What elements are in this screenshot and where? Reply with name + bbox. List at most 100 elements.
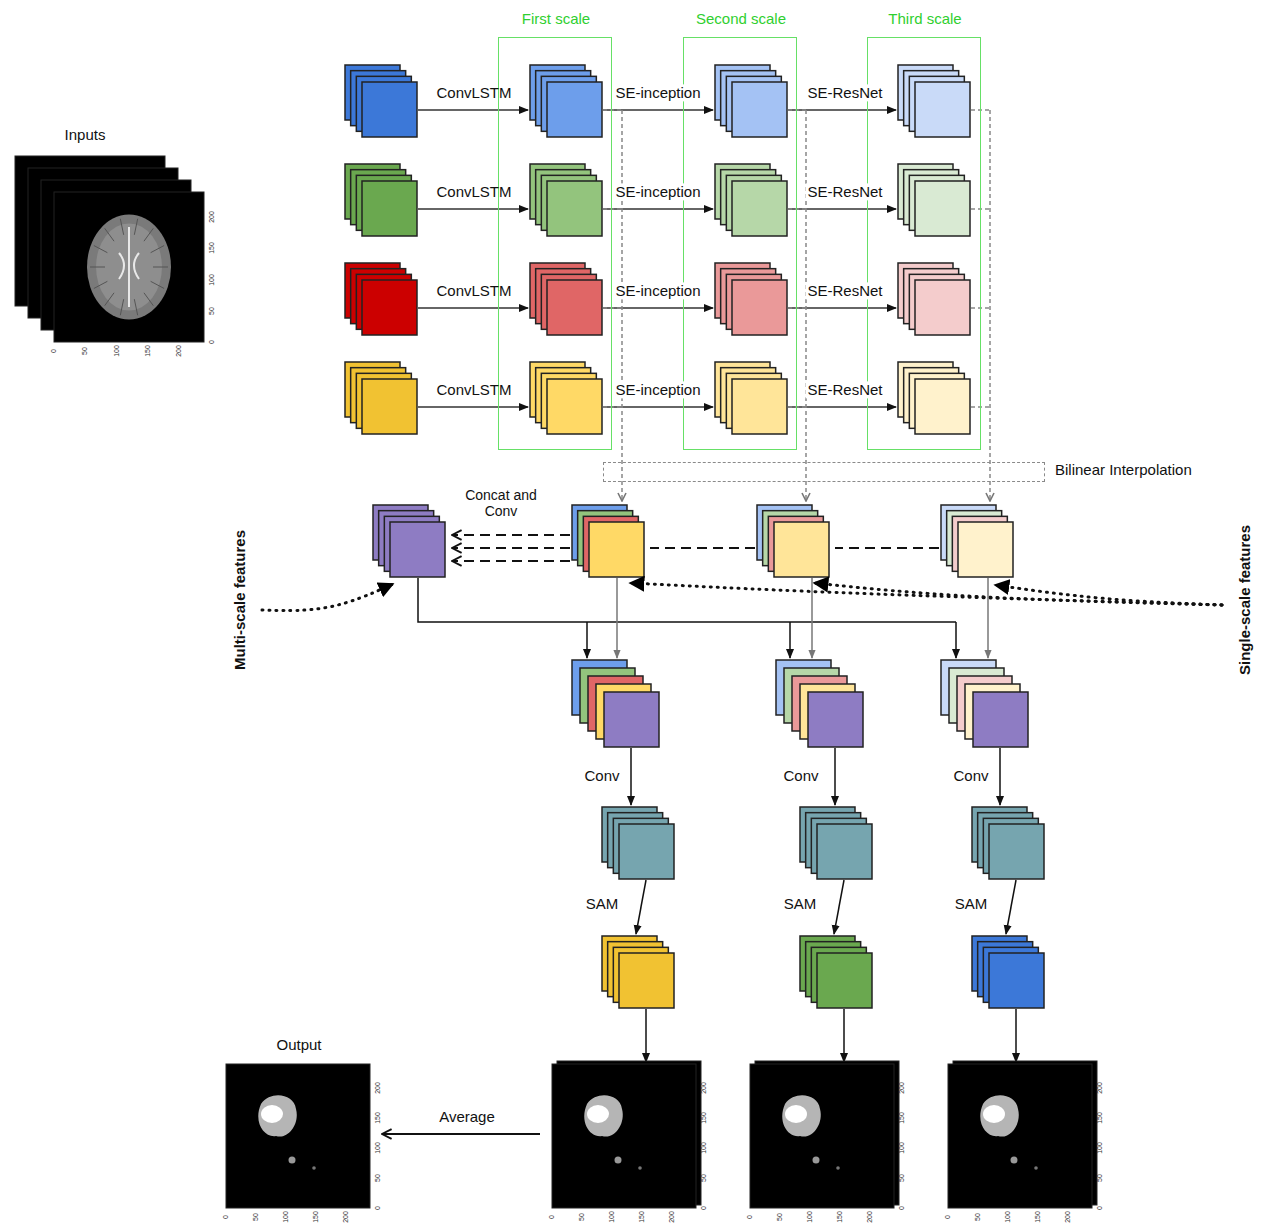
image-frame	[750, 1064, 894, 1208]
axis-tick: 200	[342, 1211, 350, 1223]
axis-tick: 0	[700, 1206, 708, 1210]
axis-tick: 50	[1096, 1174, 1104, 1182]
brain-shape	[96, 224, 162, 311]
operation-label: SE-inception	[613, 282, 702, 299]
axis-tick: 50	[374, 1174, 382, 1182]
tumor-spot	[615, 1157, 622, 1164]
interp-dash	[603, 406, 622, 408]
image-panel: Output	[226, 1034, 372, 1210]
fusion-line	[418, 578, 956, 622]
operation-label: SE-ResNet	[805, 381, 884, 398]
operation-label: Conv	[953, 767, 988, 784]
fusion-line	[987, 578, 989, 658]
feature-map	[362, 379, 417, 434]
axis-tick: 0	[548, 1215, 556, 1219]
feature-map	[362, 280, 417, 335]
tumor-spot	[289, 1157, 296, 1164]
brain-sulcus	[144, 228, 153, 241]
tumor-spot	[813, 1157, 820, 1164]
feature-map	[973, 692, 1028, 747]
feature-map-stack	[776, 660, 863, 747]
feature-map	[362, 181, 417, 236]
feature-map	[732, 280, 787, 335]
feature-map-stack	[972, 936, 1044, 1008]
axis-tick: 0	[208, 340, 216, 344]
feature-map-stack	[373, 505, 445, 577]
axis-tick: 50	[700, 1174, 708, 1182]
pointer-curve	[630, 583, 1222, 605]
axis-tick: 200	[208, 211, 216, 223]
tumor-spot	[638, 1166, 642, 1170]
pointer-curve	[814, 583, 1222, 605]
tumor-region	[782, 1095, 821, 1136]
axis-tick: 200	[866, 1211, 874, 1223]
decode-arrow	[1015, 1009, 1017, 1062]
feature-map-stack	[972, 807, 1044, 879]
feature-map-stack	[572, 505, 644, 577]
operation-label: SAM	[784, 895, 817, 912]
concat-arrow	[452, 547, 570, 549]
concat-arrow	[835, 547, 939, 549]
image-panel: Inputs	[15, 124, 215, 356]
node-title: Third scale	[888, 10, 961, 27]
interp-dash	[621, 110, 623, 501]
brain-sulcus	[151, 246, 165, 253]
operation-arrow	[418, 307, 528, 309]
axis-tick: 50	[578, 1213, 586, 1221]
feature-map-stack	[898, 164, 970, 236]
operation-label: Concat and Conv	[455, 487, 547, 519]
feature-map-stack	[530, 263, 602, 335]
brain-sulcus	[120, 219, 123, 235]
axis-tick: 50	[974, 1213, 982, 1221]
feature-map-stack	[530, 164, 602, 236]
interp-dash	[603, 208, 622, 210]
axis-tick: 200	[175, 345, 183, 357]
brain-sulcus	[105, 293, 114, 306]
node-title: Inputs	[65, 126, 106, 143]
feature-map-stack	[898, 65, 970, 137]
feature-map	[547, 181, 602, 236]
node-title: Output	[276, 1036, 321, 1053]
feature-map	[547, 82, 602, 137]
operation-arrow	[788, 208, 896, 210]
brain-sulcus	[120, 299, 123, 315]
axis-tick: 0	[50, 349, 58, 353]
feature-map	[915, 181, 970, 236]
mri-slice	[552, 1064, 696, 1208]
feature-map	[817, 824, 872, 879]
operation-arrow	[418, 208, 528, 210]
axis-tick: 100	[208, 274, 216, 286]
sam-arrow	[636, 880, 646, 934]
axis-tick: 150	[836, 1211, 844, 1223]
brain-sulcus	[94, 246, 108, 253]
tumor-core	[587, 1105, 609, 1123]
axis-tick: 0	[374, 1206, 382, 1210]
mri-slice	[226, 1064, 370, 1208]
operation-label: SAM	[955, 895, 988, 912]
interp-dash	[805, 110, 807, 501]
feature-map-stack	[800, 936, 872, 1008]
node-title: Second scale	[696, 10, 786, 27]
axis-tick: 100	[806, 1211, 814, 1223]
axis-tick: 200	[700, 1082, 708, 1094]
axis-tick: 50	[208, 307, 216, 315]
feature-map-stack	[530, 362, 602, 434]
feature-map	[989, 953, 1044, 1008]
axis-tick: 150	[1034, 1211, 1042, 1223]
decode-arrow	[843, 1009, 845, 1062]
interp-dash	[788, 208, 806, 210]
brain-sulcus	[105, 228, 114, 241]
feature-map	[547, 280, 602, 335]
feature-map-stack	[530, 65, 602, 137]
brain-shape	[87, 215, 171, 320]
feature-map-stack	[715, 263, 787, 335]
axis-tick: 150	[638, 1211, 646, 1223]
tumor-region	[980, 1095, 1019, 1136]
operation-label: SE-inception	[613, 84, 702, 101]
feature-map-stack	[602, 807, 674, 879]
operation-label: SE-ResNet	[805, 282, 884, 299]
mri-slice	[948, 1064, 1092, 1208]
tumor-spot	[1034, 1166, 1038, 1170]
feature-map	[732, 379, 787, 434]
feature-map-stack	[345, 164, 417, 236]
